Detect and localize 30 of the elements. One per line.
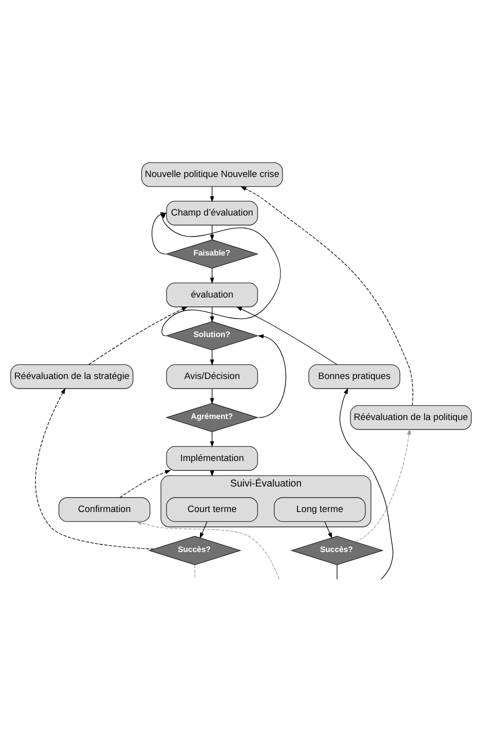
arrow bbox=[340, 388, 394, 580]
node-box: Long terme bbox=[274, 497, 366, 522]
arrow bbox=[210, 186, 214, 202]
arrow bbox=[355, 428, 412, 542]
arrow bbox=[210, 306, 214, 322]
node-box: Réévaluation de la politique bbox=[350, 405, 472, 430]
arrow bbox=[324, 521, 332, 539]
arrow bbox=[210, 268, 214, 284]
arrow bbox=[120, 470, 172, 498]
arrow bbox=[210, 224, 214, 241]
arrow bbox=[35, 388, 154, 550]
arrow bbox=[240, 186, 414, 406]
arrow bbox=[210, 350, 214, 366]
connector bbox=[336, 564, 338, 580]
node-box: Bonnes pratiques bbox=[308, 364, 400, 389]
arrow bbox=[236, 306, 338, 365]
node-box: Nouvelle politique Nouvelle crise bbox=[141, 162, 283, 187]
arrow bbox=[200, 521, 208, 539]
node-box: Avis/Décision bbox=[166, 364, 258, 389]
node-box: Champ d’évaluation bbox=[166, 200, 258, 226]
node-box: Confirmation bbox=[58, 497, 150, 522]
connector bbox=[194, 564, 196, 580]
node-box: évaluation bbox=[166, 282, 258, 308]
arrow bbox=[258, 334, 286, 418]
arrow bbox=[210, 432, 214, 448]
arrow bbox=[136, 521, 280, 580]
arrow bbox=[210, 388, 214, 404]
node-box: Court terme bbox=[166, 497, 258, 522]
arrow bbox=[88, 306, 188, 365]
node-box: Réévaluation de la stratégie bbox=[10, 364, 134, 389]
